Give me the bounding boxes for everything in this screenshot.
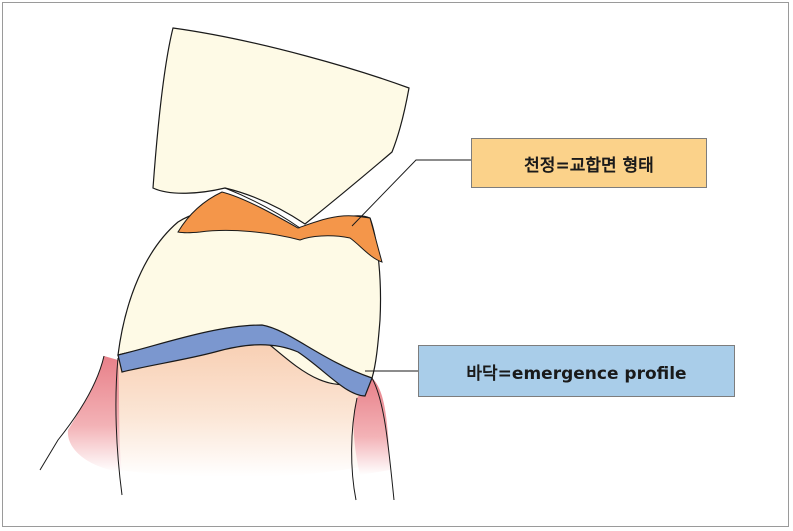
emergence-profile-label: 바닥=emergence profile	[418, 345, 735, 397]
left-gingiva	[68, 356, 122, 472]
occlusal-label: 천정=교합면 형태	[471, 138, 707, 188]
upper-tooth	[153, 28, 409, 224]
